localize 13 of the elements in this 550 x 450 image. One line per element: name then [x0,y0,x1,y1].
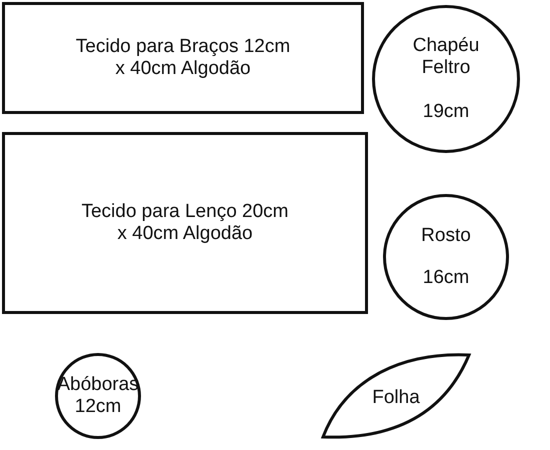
shape-label: Abóboras 12cm [57,374,139,418]
fabric-rectangle [2,2,364,114]
shape-label: Rosto [421,225,471,247]
shape-label: Chapéu Feltro [412,35,480,79]
shape-label: 19cm [422,101,470,123]
shape-label: Folha [372,387,420,409]
shape-label: 16cm [422,267,470,289]
shape-label: Tecido para Lenço 20cm x 40cm Algodão [80,201,290,245]
pattern-circle [383,194,509,320]
shape-label: Tecido para Braços 12cm x 40cm Algodão [74,36,292,80]
fabric-rectangle [2,132,368,314]
pattern-circle [372,5,520,153]
pattern-circle [55,353,141,439]
